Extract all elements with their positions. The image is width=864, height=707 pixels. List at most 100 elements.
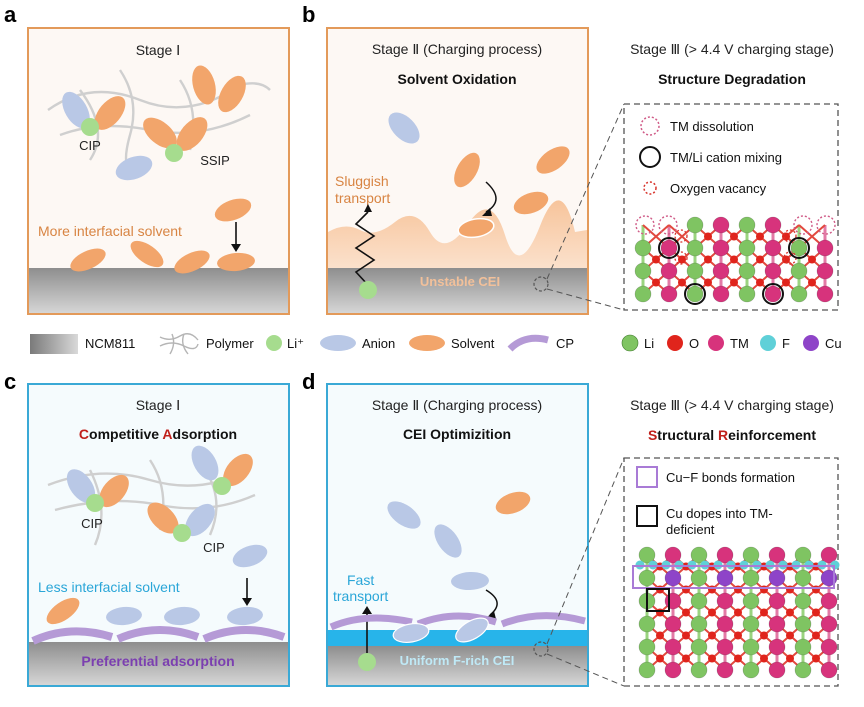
- anion: [66, 469, 96, 503]
- solvent: [174, 250, 210, 274]
- o-atom: [808, 278, 816, 287]
- o-atom: [678, 278, 686, 287]
- tm-atom: [664, 638, 682, 656]
- solvent: [94, 96, 126, 130]
- o-atom: [704, 255, 712, 264]
- cation-mixing-site: [762, 283, 784, 305]
- tm-atom: [764, 239, 782, 257]
- tm-dissolution-icon: [640, 116, 660, 136]
- anion: [434, 524, 462, 558]
- cip-label: CIP: [79, 138, 101, 153]
- panel-letter-a: a: [4, 2, 17, 27]
- li-atom: [790, 285, 808, 303]
- legend-tm-dissolution: TM dissolution: [670, 119, 754, 134]
- transport-label-line2: transport: [335, 190, 390, 206]
- o-atom: [782, 255, 790, 264]
- li-atom: [794, 592, 812, 610]
- li-atom: [690, 615, 708, 633]
- anion: [451, 571, 489, 591]
- li-atom: [634, 239, 652, 257]
- legend-anion: Anion: [362, 336, 395, 351]
- li-atom: [738, 285, 756, 303]
- o-atom: [682, 654, 690, 663]
- o-atom: [756, 278, 764, 287]
- cei-label: Uniform F-rich CEI: [400, 653, 515, 668]
- zoom-line: [546, 103, 625, 280]
- o-atom: [708, 654, 716, 663]
- o-atom: [652, 255, 660, 264]
- solvent: [223, 453, 253, 487]
- o-atom: [782, 232, 790, 241]
- o-atom: [652, 278, 660, 287]
- tm-atom: [820, 615, 838, 633]
- stage-title: Competitive Adsorption: [79, 426, 237, 442]
- li-atom: [738, 262, 756, 280]
- tm-atom: [816, 285, 834, 303]
- polymer-icon: [159, 333, 199, 355]
- panel-a: Stage Ⅰ CIP SSIP More interfacial solven…: [27, 27, 290, 315]
- li-atom: [742, 661, 760, 679]
- arrow-head: [242, 598, 252, 606]
- interfacial-solvent-label: More interfacial solvent: [38, 223, 182, 239]
- li-atom: [686, 216, 704, 234]
- tm-atom: [768, 615, 786, 633]
- o-atom: [756, 255, 764, 264]
- anion-decomposing: [455, 617, 489, 643]
- stage2-title: Solvent Oxidation: [397, 71, 516, 87]
- cu-dope-highlight: [646, 588, 670, 612]
- ncm-substrate: [29, 268, 288, 313]
- sluggish-path: [354, 211, 376, 286]
- arrow-head: [364, 204, 372, 212]
- li-ion: [165, 144, 183, 162]
- tm-atom: [768, 592, 786, 610]
- solvent: [176, 117, 208, 151]
- cip-label: CIP: [81, 516, 103, 531]
- tm-atom: [664, 546, 682, 564]
- li-atom: [794, 569, 812, 587]
- tm-atom: [768, 638, 786, 656]
- solvent: [130, 240, 164, 268]
- anion: [106, 606, 142, 626]
- o-atom: [812, 654, 820, 663]
- legend-ncm: NCM811: [85, 336, 135, 351]
- li-atom: [634, 262, 652, 280]
- li-atom: [794, 546, 812, 564]
- li-atom: [686, 285, 704, 303]
- o-atom: [656, 654, 664, 663]
- solvent: [46, 597, 80, 625]
- anion: [387, 501, 421, 529]
- tm-dissolution-site: [658, 215, 678, 235]
- legend-polymer: Polymer: [206, 336, 254, 351]
- li-atom: [738, 216, 756, 234]
- anion: [232, 544, 268, 568]
- tm-atom: [664, 592, 682, 610]
- li-atom: [742, 546, 760, 564]
- legend-cation-mixing: TM/Li cation mixing: [670, 150, 782, 165]
- tm-atom: [820, 638, 838, 656]
- tm-atom: [716, 569, 734, 587]
- tm-atom: [716, 615, 734, 633]
- solvent: [454, 152, 480, 188]
- tm-atom: [764, 216, 782, 234]
- li-atom: [638, 638, 656, 656]
- cu-dope-icon: [636, 505, 658, 527]
- transport-label-line1: Fast: [347, 572, 374, 588]
- solvent: [147, 502, 179, 534]
- li-ion: [86, 494, 104, 512]
- o-atom: [678, 255, 686, 264]
- stage-label: Stage Ⅰ: [136, 42, 181, 58]
- li-atom: [790, 262, 808, 280]
- o-atom: [708, 631, 716, 640]
- o-atom: [812, 608, 820, 617]
- zoom-line: [546, 653, 625, 687]
- ncm-substrate: [29, 642, 288, 685]
- li-atom: [638, 661, 656, 679]
- zoom-line: [546, 457, 625, 645]
- anion-decomposing: [392, 623, 430, 643]
- legend-li-ion: Li⁺: [287, 336, 304, 351]
- tm-atom: [712, 285, 730, 303]
- panel-b: Stage Ⅱ (Charging process) Solvent Oxida…: [326, 27, 839, 315]
- li-atom: [790, 239, 808, 257]
- tm-dissolution-site: [635, 215, 655, 235]
- panel-d: Stage Ⅱ (Charging process) CEI Optimizit…: [326, 383, 840, 687]
